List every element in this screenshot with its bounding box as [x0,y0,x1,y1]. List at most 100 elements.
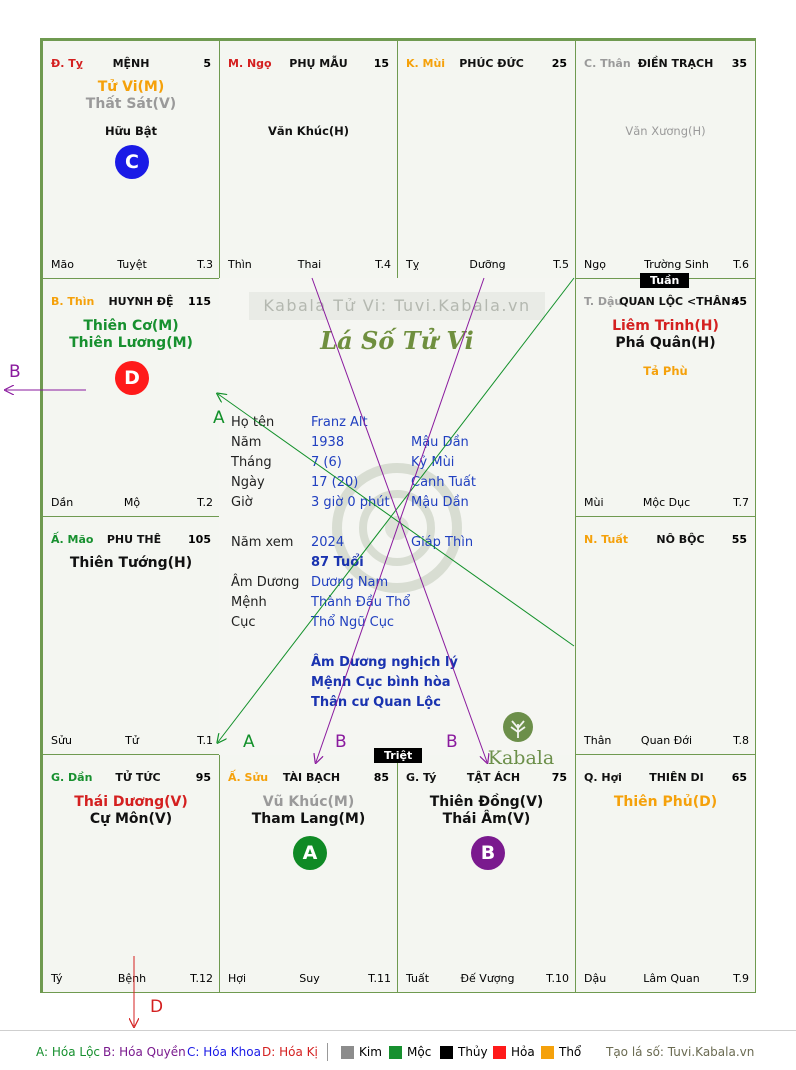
cell-bottom-left: Tỵ [406,258,420,271]
legend-hoa-ki: D: Hóa Kị [262,1045,318,1059]
main-star: Thiên Phủ(D) [613,794,718,810]
palace-number: 25 [551,57,567,70]
main-star: Thiên Đồng(V) [429,794,544,810]
info-value: Giáp Thìn [411,535,474,550]
legend-hoa-quyen: B: Hóa Quyền [103,1045,186,1059]
palace-canchi: N. Tuất [584,533,629,546]
legend-thuy: Thủy [458,1045,488,1059]
palace-number: 85 [373,771,389,784]
swatch-moc [389,1046,402,1059]
info-label: Giờ [231,495,253,510]
palace-number: 65 [731,771,747,784]
info-label: Tháng [231,455,272,470]
cell-bottom-left: Dậu [584,972,607,985]
cell-bottom-right: T.7 [733,496,749,509]
info-label: Cục [231,615,256,630]
main-star: Vũ Khúc(M) [262,794,355,810]
info-label: Mệnh [231,595,267,610]
main-star: Phá Quân(H) [615,335,716,351]
info-value: 3 giờ 0 phút [311,495,390,510]
cell-bottom-left: Ngọ [584,258,606,271]
palace-number: 35 [731,57,747,70]
info-label: Năm [231,435,262,450]
cell-bottom-mid: Thai [297,258,322,271]
badge-b: B [471,836,505,870]
cell-bottom-right: T.4 [375,258,391,271]
palace-name: PHÚC ĐỨC [459,57,524,70]
cell-bottom-mid: Tuyệt [117,258,147,271]
palace-name: TỬ TỨC [115,771,161,784]
palace-number: 115 [188,295,211,308]
arrow-label-b: B [9,362,21,382]
palace-name: THIÊN DI [649,771,704,784]
info-label: Năm xem [231,535,294,550]
palace-name: PHU THÊ [106,533,162,546]
legend-divider [327,1043,328,1061]
cell-bottom-mid: Bệnh [117,972,147,985]
palace-name: NÔ BỘC [656,533,705,546]
legend-hoa-loc: A: Hóa Lộc [36,1045,101,1059]
info-value: Thành Đầu Thổ [311,595,411,610]
note-line: Mệnh Cục bình hòa [311,675,451,690]
palace-name: HUYNH ĐỆ [108,295,174,308]
legend-bar: A: Hóa Lộc B: Hóa Quyền C: Hóa Khoa D: H… [0,1030,796,1070]
cell-bottom-right: T.12 [190,972,213,985]
chart-title: Lá Số Tử Vi [320,326,474,355]
minor-star: Văn Khúc(H) [267,124,350,138]
palace-canchi: Q. Hợi [584,771,622,784]
palace-number: 5 [203,57,211,70]
credit-link[interactable]: Tạo lá số: Tuvi.Kabala.vn [606,1045,755,1059]
main-star: Thiên Cơ(M) [83,318,179,334]
main-star: Thiên Tướng(H) [69,555,193,571]
info-value: 1938 [311,435,345,450]
cell-bottom-right: T.11 [368,972,391,985]
palace-number: 95 [195,771,211,784]
swatch-thuy [440,1046,453,1059]
cell-bottom-mid: Mộc Dục [642,496,691,509]
info-value: 2024 [311,535,345,550]
palace-canchi: Ấ. Sửu [228,771,269,784]
cell-bottom-left: Tuất [406,972,430,985]
cell-bottom-mid: Tử [125,734,139,747]
info-label: Họ tên [231,415,275,430]
main-star: Cự Môn(V) [89,811,173,827]
kabala-logo-icon [503,712,533,742]
cell-bottom-right: T.3 [197,258,213,271]
cell-bottom-left: Sửu [51,734,72,747]
palace-canchi: Ấ. Mão [51,533,94,546]
brand-name: Kabala [487,747,555,769]
cell-bottom-left: Hợi [228,972,247,985]
info-value: Mậu Dần [411,435,469,450]
cell-bottom-mid: Đế Vượng [460,972,515,985]
arrow-label-d: D [150,997,164,1017]
palace-canchi: T. Dậu [584,295,623,308]
cell-bottom-right: T.6 [733,258,749,271]
legend-moc: Mộc [407,1045,432,1059]
arrow-label-a: A [243,732,255,752]
cell-bottom-right: T.2 [197,496,213,509]
swatch-hoa [493,1046,506,1059]
tuan-marker: Tuần [640,273,690,288]
cell-bottom-left: Thân [584,734,612,747]
palace-number: 15 [373,57,389,70]
minor-star: Văn Xương(H) [625,124,706,138]
triet-marker: Triệt [374,748,423,763]
legend-tho: Thổ [559,1045,582,1059]
badge-c: C [115,145,149,179]
palace-name: TÀI BẠCH [282,771,341,784]
arrow-label-b: B [335,732,347,752]
palace-canchi: G. Dần [51,771,93,784]
